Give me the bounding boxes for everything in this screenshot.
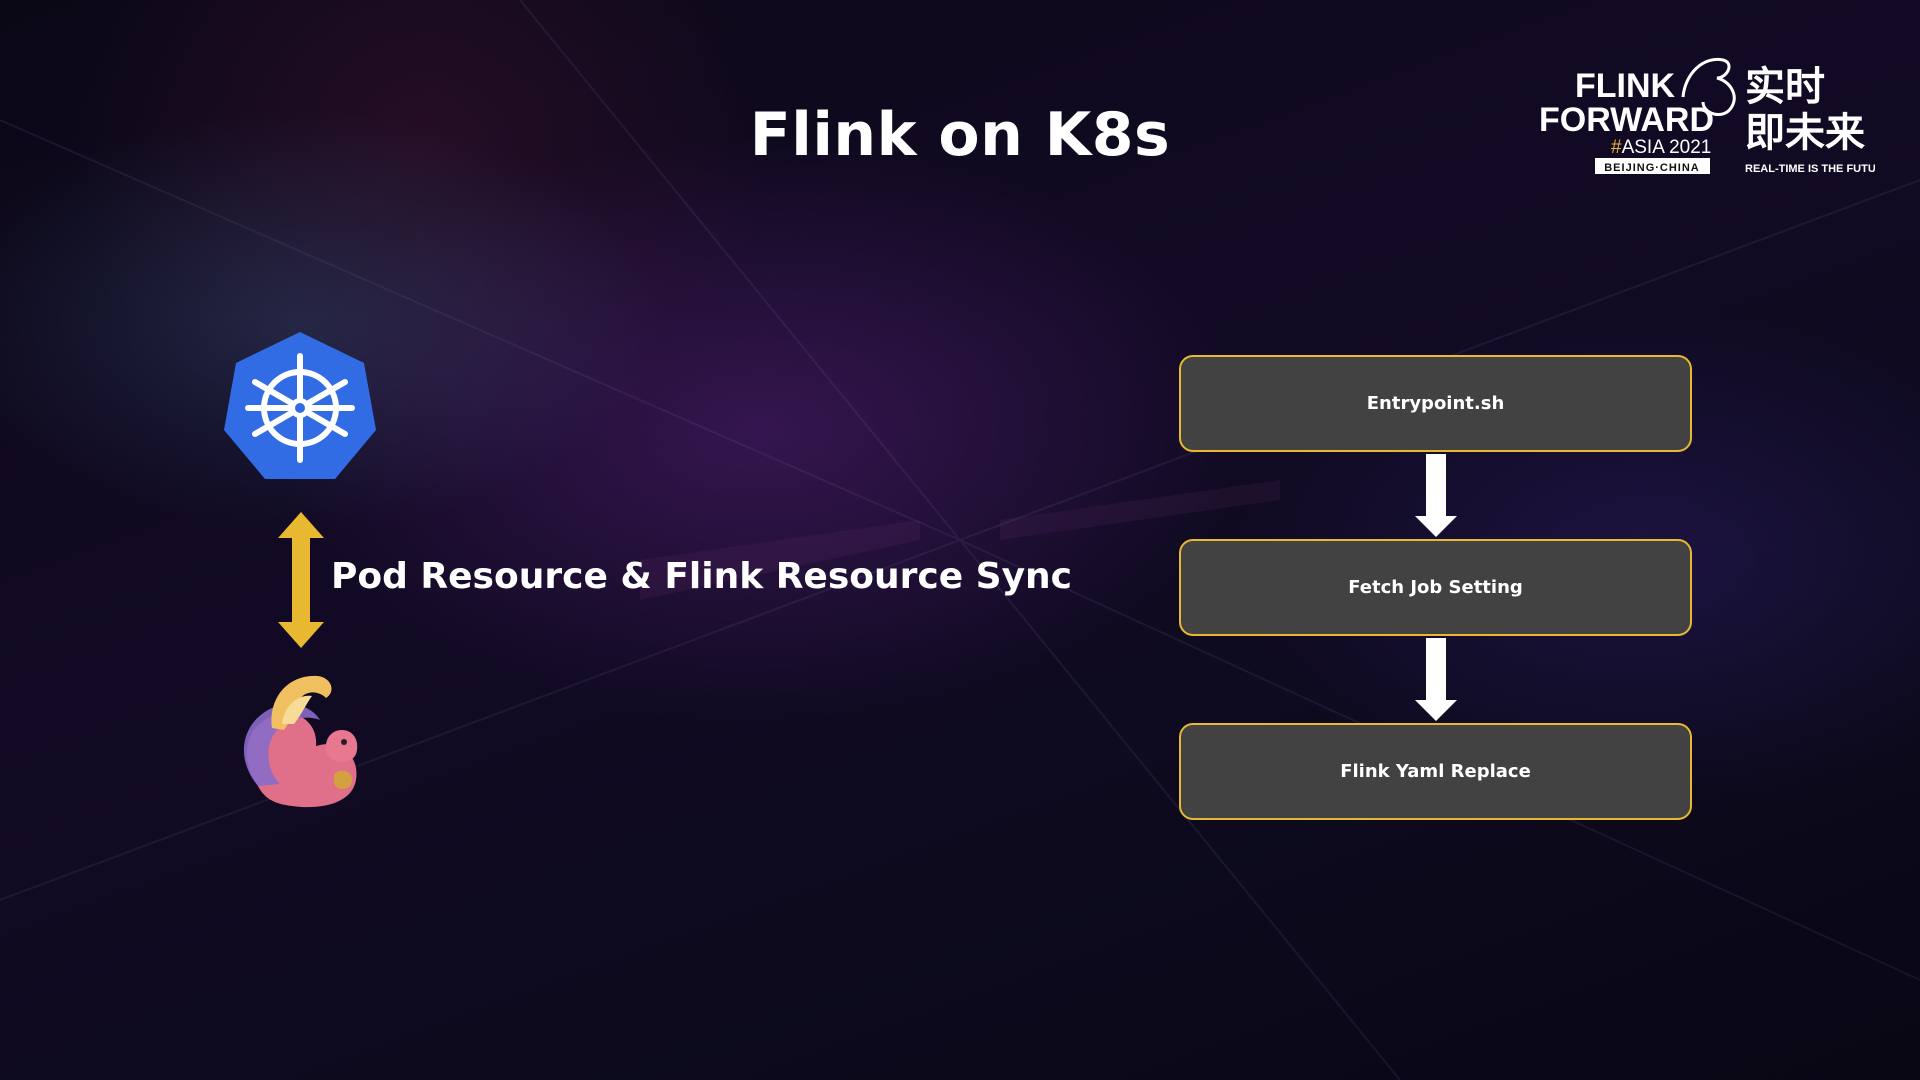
logo-line2: FORWARD <box>1539 101 1714 139</box>
down-arrow-icon <box>1415 638 1457 721</box>
logo-badge: BEIJING·CHINA <box>1604 162 1700 174</box>
kubernetes-icon <box>224 332 376 479</box>
logo-cn-line1: 实时 <box>1745 64 1825 110</box>
flow-step-entrypoint: Entrypoint.sh <box>1179 355 1692 452</box>
logo-badge-box <box>1595 158 1710 174</box>
bidirectional-arrow-icon <box>278 512 324 648</box>
sync-label: Pod Resource & Flink Resource Sync <box>331 556 1073 597</box>
logo-cn-line2: 即未来 <box>1745 110 1865 156</box>
flink-squirrel-icon <box>243 675 358 808</box>
logo-line3: ASIA 2021 <box>1622 137 1712 158</box>
logo-tagline: REAL-TIME IS THE FUTURE <box>1745 163 1875 175</box>
logo-squirrel-outline <box>1681 57 1736 117</box>
svg-text:#ASIA 2021: #ASIA 2021 <box>1611 137 1711 158</box>
slide-title: Flink on K8s <box>749 100 1171 170</box>
flow-step-flink-yaml-replace: Flink Yaml Replace <box>1179 723 1692 820</box>
logo-hash: # <box>1611 137 1622 158</box>
logo-line1: FLINK <box>1575 67 1676 105</box>
flow-step-fetch-job-setting: Fetch Job Setting <box>1179 539 1692 636</box>
down-arrow-icon <box>1415 454 1457 537</box>
flink-forward-logo: FLINK FORWARD #ASIA 2021 BEIJING·CHINA 实… <box>1539 57 1875 175</box>
